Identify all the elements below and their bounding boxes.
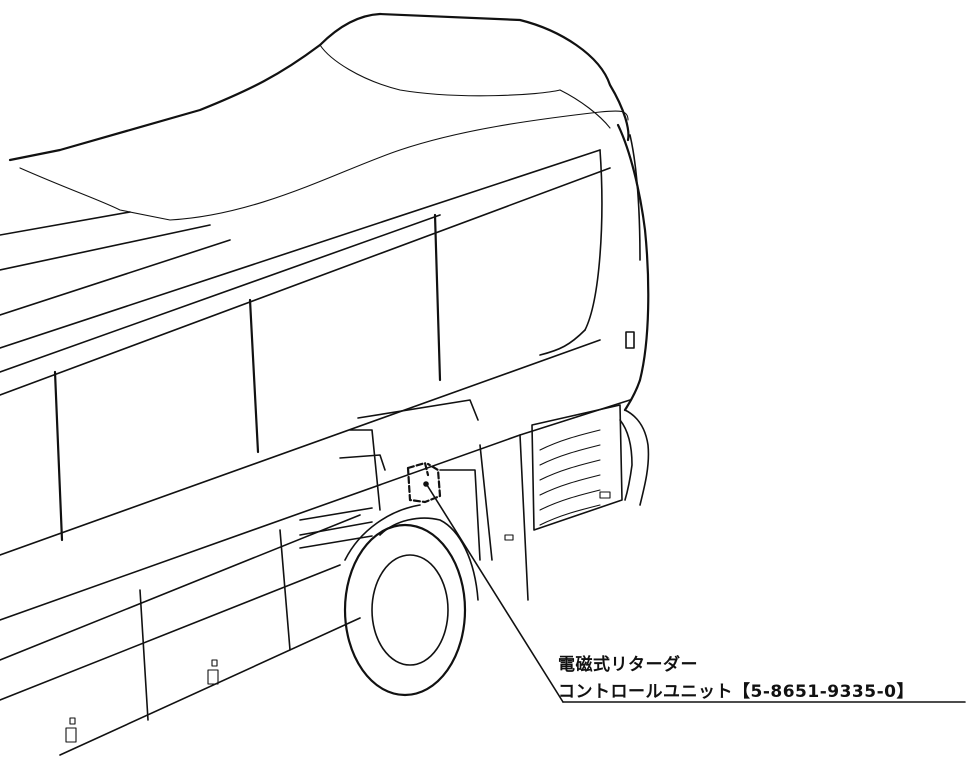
- door-handle: [207, 659, 219, 685]
- roof-top-panel: [19, 110, 629, 221]
- window-pillar: [248, 298, 260, 454]
- compartment-opening: [299, 399, 481, 561]
- callout-label-line1: 電磁式リターダー: [558, 655, 698, 675]
- window-pillar: [53, 370, 64, 542]
- bus-rear-corner: [616, 123, 650, 412]
- retarder-control-unit: [406, 461, 442, 504]
- callout-label-line2: コントロールユニット【5-8651-9335-0】: [558, 682, 914, 702]
- window-pillar: [433, 213, 442, 382]
- bus-roof-outline: [8, 12, 630, 162]
- rear-wheel: [343, 504, 479, 697]
- door-handle: [65, 717, 77, 743]
- rear-marker-lamp: [625, 331, 635, 349]
- callout-leader-line: [426, 484, 564, 703]
- engine-grille: [531, 404, 623, 531]
